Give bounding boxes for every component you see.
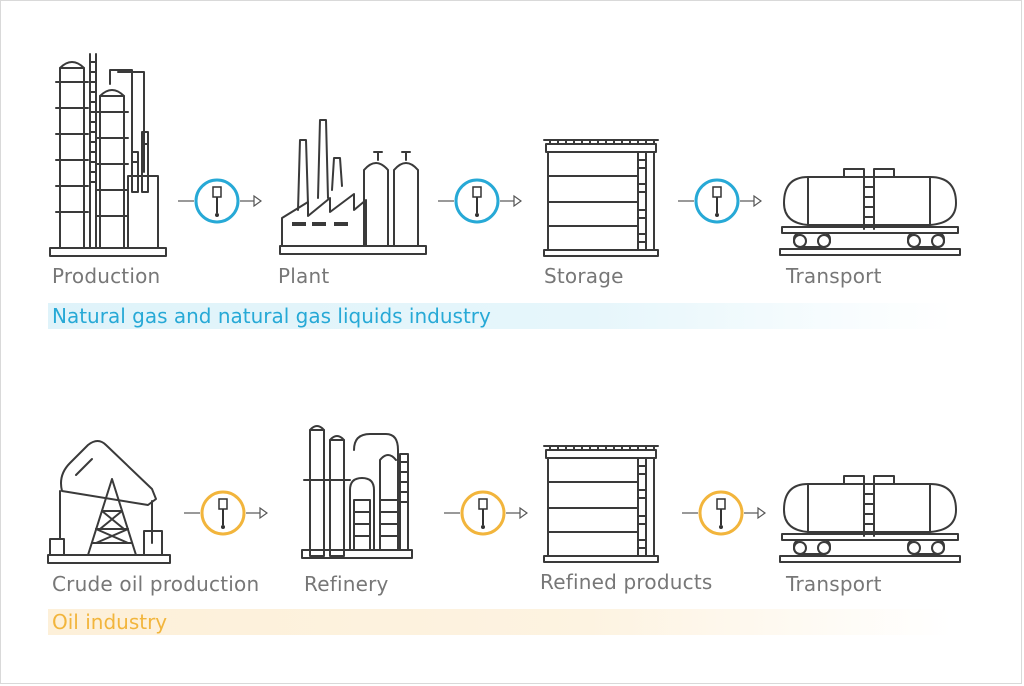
step-label-storage: Storage [544, 264, 624, 288]
tank-car-icon [778, 165, 963, 260]
level-sensor-icon [436, 176, 523, 230]
step-label-crude-oil-production: Crude oil production [52, 572, 260, 596]
step-label-transport: Transport [786, 572, 882, 596]
step-label-production: Production [52, 264, 161, 288]
refinery-icon [300, 420, 415, 565]
level-sensor-icon [442, 488, 529, 542]
gas-industry-band: Natural gas and natural gas liquids indu… [48, 303, 952, 329]
step-label-plant: Plant [278, 264, 330, 288]
level-sensor-icon [680, 488, 767, 542]
production-tower-icon [48, 52, 173, 262]
level-sensor-icon [182, 488, 269, 542]
gas-plant-icon [278, 118, 428, 263]
step-label-refinery: Refinery [304, 572, 389, 596]
storage-tank-icon [542, 138, 664, 262]
level-sensor-icon [176, 176, 263, 230]
step-label-refined-products: Refined products [540, 570, 713, 594]
tank-car-icon [778, 472, 963, 567]
pumpjack-icon [47, 435, 173, 570]
level-sensor-icon [676, 176, 763, 230]
step-label-transport: Transport [786, 264, 882, 288]
storage-tank-icon [542, 444, 664, 568]
oil-industry-band: Oil industry [48, 609, 952, 635]
